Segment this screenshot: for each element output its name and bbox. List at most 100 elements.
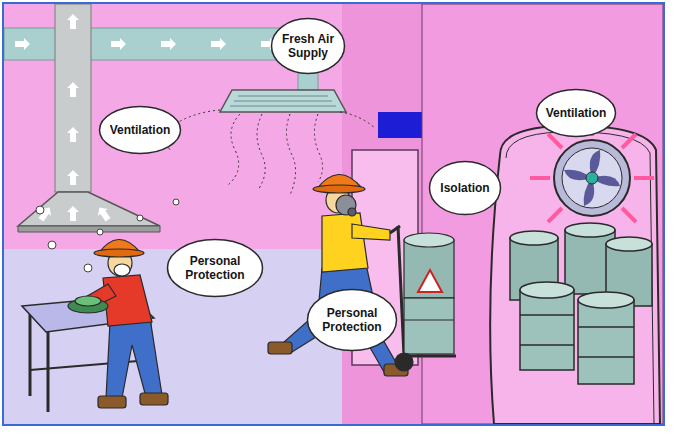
grille-line — [238, 96, 328, 97]
grille-line — [230, 106, 336, 107]
bubble-ellipse — [168, 240, 263, 297]
callout-bubble: Personal Protection — [166, 238, 264, 298]
fan-grille — [562, 148, 622, 208]
diffuser-grille — [230, 96, 336, 106]
gas-mask — [336, 195, 356, 215]
drum-rib — [404, 319, 454, 320]
worker-boot — [140, 393, 168, 405]
bubble-label: Ventilation — [546, 106, 607, 120]
worker-boot — [98, 396, 126, 408]
drum-top — [578, 292, 634, 308]
bubble-text-box: Ventilation — [546, 106, 607, 120]
fan-ray — [622, 208, 636, 222]
airflow-line — [286, 114, 295, 195]
dolly-wheel — [395, 353, 413, 371]
drum-top — [606, 237, 652, 251]
fan-hub — [586, 172, 598, 184]
dust-particle — [36, 206, 44, 214]
airflow-arrow — [67, 170, 79, 185]
dust-particle — [173, 199, 179, 205]
dust-particle — [84, 264, 92, 272]
bubble-text-box: Personal Protection — [175, 254, 255, 282]
airflow-arrow — [67, 206, 79, 221]
dust-particle — [97, 229, 103, 235]
supply-diffuser — [220, 90, 346, 112]
enclosure-inner-line — [506, 132, 654, 424]
airflow-arrow — [161, 38, 176, 50]
mask-filter — [348, 208, 356, 216]
worker-with-dolly — [268, 174, 456, 376]
bubble-text-box: Personal Protection — [313, 306, 391, 334]
fan-ray — [622, 134, 636, 148]
drum-top — [565, 223, 615, 237]
exhaust-hood — [18, 192, 160, 226]
isolation-room-wall — [422, 4, 663, 424]
bubble-text-box: Fresh Air Supply — [277, 32, 339, 60]
worker-grinding — [68, 239, 168, 408]
table-leg — [47, 330, 50, 412]
bubble-ellipse — [100, 107, 181, 154]
callout-bubble: Ventilation — [535, 88, 617, 138]
dolly-frame — [398, 226, 404, 356]
worker-shirt — [322, 213, 368, 272]
table-leg — [29, 312, 32, 396]
airflow-arrow — [67, 14, 79, 29]
grinder-body — [75, 296, 101, 306]
stored-drums — [510, 223, 652, 384]
airflow-arrow — [111, 38, 126, 50]
dust-particles — [36, 199, 179, 272]
hard-hat-brim — [94, 249, 144, 257]
dust-particle — [137, 215, 143, 221]
airflow-line — [314, 114, 322, 182]
fan-ray — [530, 176, 550, 180]
dust-particle — [48, 241, 56, 249]
bubble-ellipse — [537, 90, 616, 137]
callout-bubble: Fresh Air Supply — [270, 17, 346, 75]
bubble-ellipse — [308, 290, 397, 351]
worker-pants — [106, 318, 162, 398]
drum — [578, 300, 634, 384]
airflow-arrow — [36, 204, 54, 223]
airflow-line — [228, 114, 240, 185]
drum-top — [404, 233, 454, 247]
bubble-label: Fresh Air Supply — [277, 32, 339, 60]
bubble-label: Isolation — [440, 181, 489, 195]
airflow-arrow — [15, 38, 30, 50]
worker-arm — [352, 224, 390, 240]
drum-rib — [520, 344, 574, 346]
exhaust-duct — [55, 4, 91, 192]
table-rail — [30, 360, 150, 370]
bubble-ellipse — [430, 162, 501, 215]
airflow-arrow — [94, 204, 112, 223]
fan-ray — [548, 134, 562, 148]
drum-rib — [520, 314, 574, 316]
grille-line — [234, 101, 332, 102]
fan-ray — [634, 176, 654, 180]
callout-bubble: Personal Protection — [306, 288, 398, 352]
hard-hat-brim — [313, 185, 365, 193]
airflow-arrow — [211, 38, 226, 50]
bubble-ellipse — [272, 19, 345, 74]
bubble-label: Personal Protection — [313, 306, 391, 334]
worker-shirt — [103, 275, 152, 326]
bubble-label: Ventilation — [110, 123, 171, 137]
hood-rim — [18, 226, 160, 232]
airflow-arrow — [67, 82, 79, 97]
fresh-air-flow — [166, 110, 375, 195]
hazard-sign — [418, 270, 442, 292]
callout-bubble: Isolation — [428, 160, 502, 216]
fan-housing — [554, 140, 630, 216]
drum — [404, 240, 454, 298]
drum-rib — [578, 326, 634, 328]
drum — [404, 298, 454, 354]
airflow-arrow — [67, 127, 79, 142]
callout-bubble: Ventilation — [98, 105, 182, 155]
drum — [520, 290, 574, 370]
bubble-label: Personal Protection — [175, 254, 255, 282]
bubble-text-box: Ventilation — [110, 123, 171, 137]
left-wall — [4, 4, 342, 249]
worker-boot — [268, 342, 292, 354]
drum-top — [520, 282, 574, 298]
fan-ray — [548, 208, 562, 222]
